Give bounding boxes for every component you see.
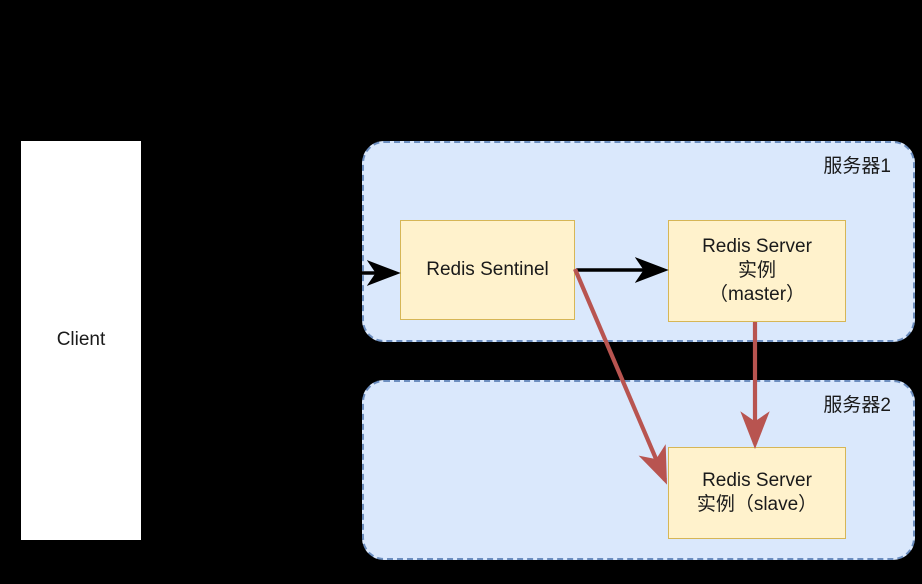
node-redis-sentinel-label: Redis Sentinel [426, 259, 549, 281]
group-server1-label: 服务器1 [823, 156, 891, 177]
node-client-label: Client [56, 329, 106, 351]
node-redis-server-slave[interactable]: Redis Server 实例（slave） [668, 447, 846, 539]
node-redis-server-master[interactable]: Redis Server 实例 （master） [668, 220, 846, 322]
group-server2-label: 服务器2 [823, 395, 891, 416]
node-client[interactable]: Client [21, 141, 141, 540]
node-redis-server-slave-label: Redis Server 实例（slave） [696, 470, 818, 515]
node-redis-server-master-label: Redis Server 实例 （master） [702, 236, 812, 305]
node-redis-sentinel[interactable]: Redis Sentinel [400, 220, 575, 320]
